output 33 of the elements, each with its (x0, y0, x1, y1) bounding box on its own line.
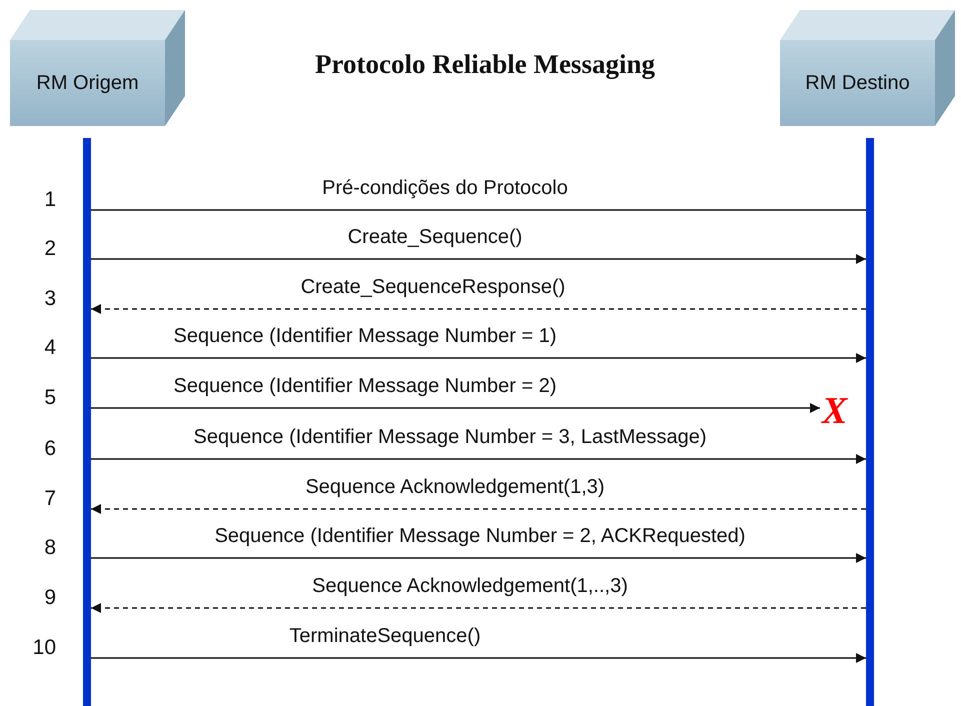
message-arrow (91, 603, 866, 613)
row-number: 1 (43, 188, 56, 212)
message-arrow (91, 304, 866, 314)
edge-label: Sequence Acknowledgement(1,..,3) (312, 574, 628, 598)
row-number: 8 (43, 536, 56, 560)
edge-label: Sequence (Identifier Message Number = 1) (174, 324, 556, 348)
row-number: 10 (32, 636, 56, 660)
message-arrow (91, 403, 820, 413)
failure-mark: X (822, 392, 848, 430)
edge-label: Sequence Acknowledgement(1,3) (305, 475, 605, 499)
message-arrow (91, 353, 866, 363)
edge-label: Create_Sequence() (348, 225, 522, 249)
message-arrow (91, 454, 866, 464)
edge-label: Sequence (Identifier Message Number = 3, LastMessage) (193, 425, 707, 449)
lifeline (83, 138, 91, 706)
lifeline (866, 138, 874, 706)
edge-label: Sequence (Identifier Message Number = 2, ACKRequested) (214, 524, 746, 548)
message-arrow (91, 553, 866, 563)
row-number: 6 (43, 437, 56, 461)
edge-label: Sequence (Identifier Message Number = 2) (174, 374, 556, 398)
row-number: 5 (43, 386, 56, 410)
row-number: 3 (43, 287, 56, 311)
message-arrow (91, 653, 866, 663)
edge-label: Pré-condições do Protocolo (322, 176, 568, 200)
message-arrow (91, 254, 866, 264)
title: Protocolo Reliable Messaging (314, 48, 656, 80)
edge-label: Create_SequenceResponse() (300, 275, 566, 299)
message-arrow (91, 504, 866, 514)
row-number: 9 (43, 586, 56, 610)
row-number: 7 (43, 487, 56, 511)
row-number: 2 (43, 237, 56, 261)
row-number: 4 (43, 336, 56, 360)
edge-label: TerminateSequence() (289, 624, 481, 648)
